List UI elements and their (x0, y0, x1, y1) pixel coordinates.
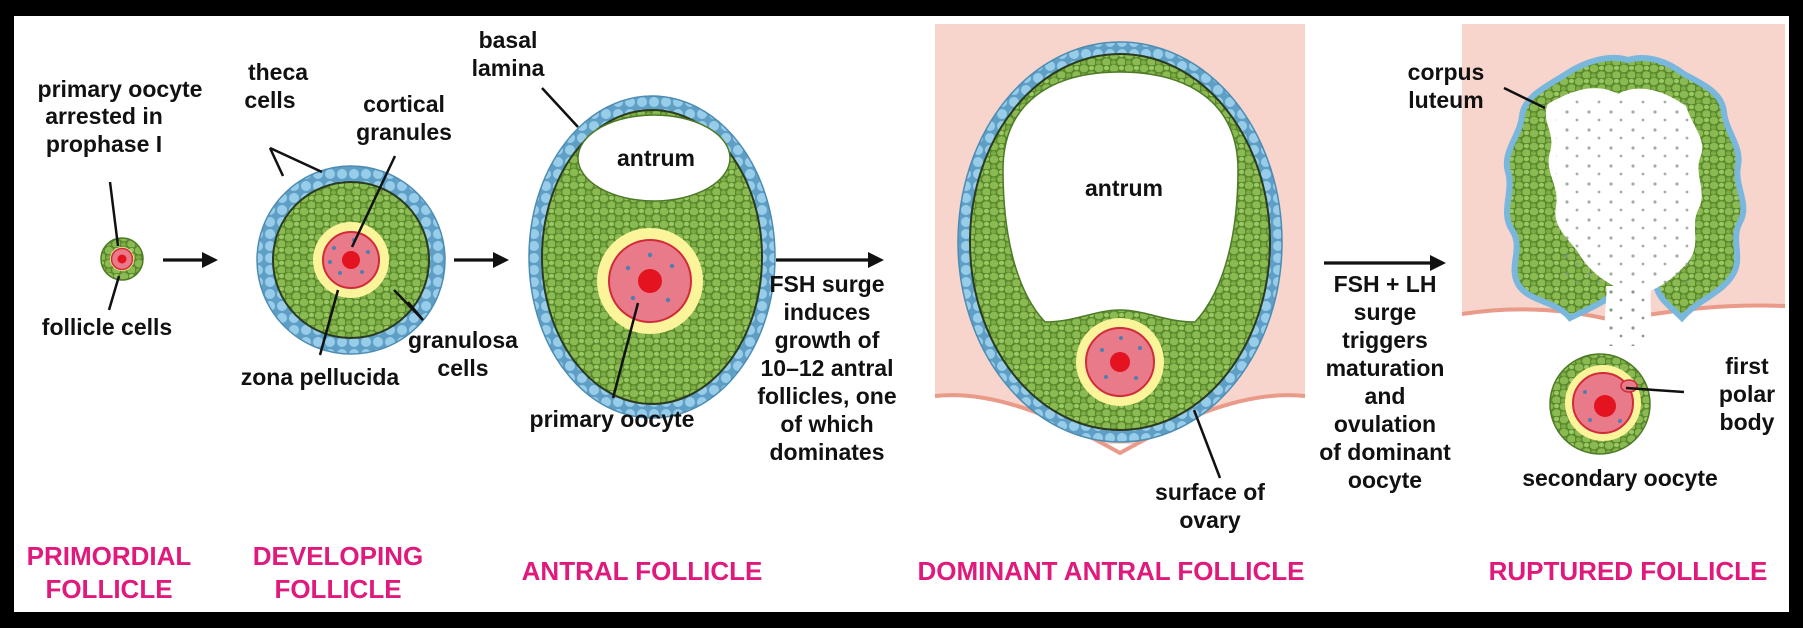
svg-text:induces: induces (784, 299, 871, 325)
stage-title-ruptured: RUPTURED FOLLICLE (1489, 556, 1768, 586)
svg-text:dominates: dominates (769, 439, 884, 465)
developing-follicle (257, 166, 445, 354)
svg-text:surge: surge (1354, 299, 1417, 325)
svg-text:polar: polar (1719, 381, 1775, 407)
svg-text:body: body (1720, 409, 1775, 435)
svg-text:triggers: triggers (1342, 327, 1428, 353)
svg-text:and: and (1365, 383, 1406, 409)
svg-text:granulosa: granulosa (408, 327, 518, 353)
svg-text:FOLLICLE: FOLLICLE (45, 574, 172, 604)
label-first-polar-body: first polar body (1719, 353, 1775, 435)
stage-title-dominant: DOMINANT ANTRAL FOLLICLE (917, 556, 1304, 586)
svg-text:basal: basal (479, 27, 538, 53)
svg-text:of dominant: of dominant (1319, 439, 1451, 465)
label-antrum-antral: antrum (617, 145, 695, 171)
label-antrum-dominant: antrum (1085, 175, 1163, 201)
svg-text:cortical: cortical (363, 91, 445, 117)
svg-text:maturation: maturation (1326, 355, 1445, 381)
label-primary-oocyte: primary oocyte (530, 406, 695, 432)
svg-text:PRIMORDIAL: PRIMORDIAL (27, 541, 192, 571)
label-zona-pellucida: zona pellucida (241, 364, 400, 390)
stage-title-antral: ANTRAL FOLLICLE (522, 556, 763, 586)
svg-text:cells: cells (244, 87, 295, 113)
svg-text:ovulation: ovulation (1334, 411, 1436, 437)
svg-text:surface of: surface of (1155, 479, 1265, 505)
svg-text:cells: cells (437, 355, 488, 381)
svg-text:corpus: corpus (1408, 59, 1485, 85)
primordial-follicle (101, 238, 143, 280)
svg-text:DEVELOPING: DEVELOPING (253, 541, 423, 571)
label-secondary-oocyte: secondary oocyte (1522, 465, 1718, 491)
ovulated-oocyte (1550, 354, 1650, 454)
svg-text:ovary: ovary (1179, 507, 1241, 533)
svg-text:first: first (1725, 353, 1769, 379)
svg-text:FSH + LH: FSH + LH (1334, 271, 1437, 297)
svg-text:luteum: luteum (1408, 87, 1483, 113)
svg-text:theca: theca (248, 59, 308, 85)
svg-text:FSH surge: FSH surge (769, 271, 884, 297)
first-polar-body (1621, 380, 1637, 392)
svg-text:of which: of which (780, 411, 873, 437)
svg-text:granules: granules (356, 119, 452, 145)
svg-text:follicles, one: follicles, one (757, 383, 896, 409)
svg-text:oocyte: oocyte (1348, 467, 1422, 493)
svg-text:10–12 antral: 10–12 antral (761, 355, 894, 381)
dominant-antral-follicle (958, 42, 1282, 442)
svg-text:FOLLICLE: FOLLICLE (274, 574, 401, 604)
svg-text:growth of: growth of (775, 327, 880, 353)
svg-text:arrested in: arrested in (45, 103, 163, 129)
svg-text:primary oocyte: primary oocyte (38, 76, 203, 102)
label-follicle-cells: follicle cells (42, 314, 172, 340)
svg-text:prophase I: prophase I (46, 131, 162, 157)
svg-text:lamina: lamina (472, 55, 545, 81)
